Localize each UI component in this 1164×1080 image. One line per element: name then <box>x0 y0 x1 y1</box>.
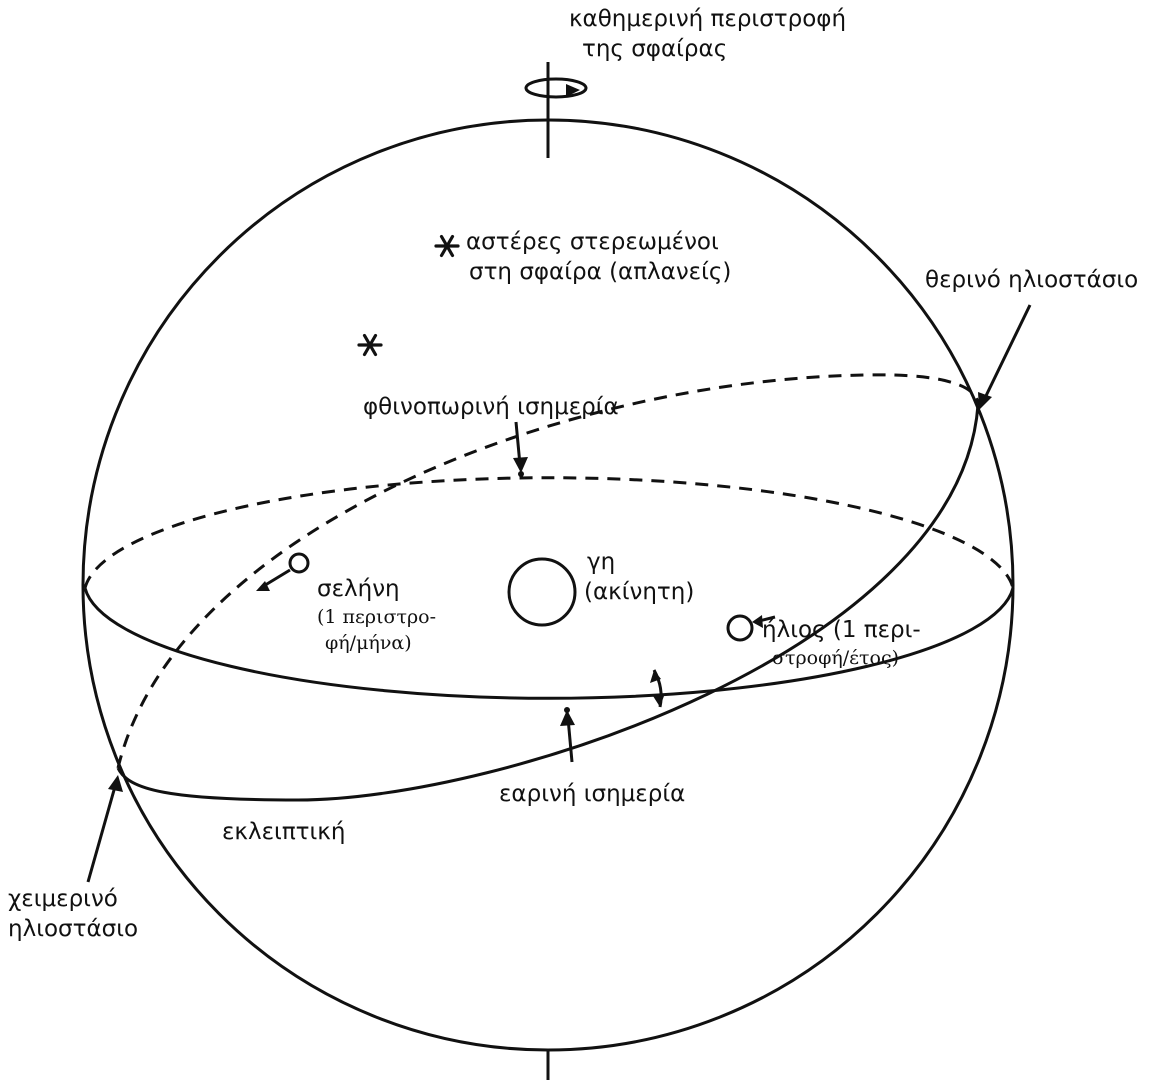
winter-solstice-arrowhead-icon <box>108 775 123 792</box>
sun-label: ήλιος (1 περι- στροφή/έτος) <box>762 617 921 669</box>
fixed-stars-label: αστέρες στερεωμένοι στη σφαίρα (απλανείς… <box>466 229 732 285</box>
ecliptic-front <box>116 404 980 802</box>
star-icon <box>434 234 460 258</box>
star-icon <box>357 333 383 357</box>
earth <box>507 557 577 627</box>
spring-equinox-label: εαρινή ισημερία <box>499 781 686 807</box>
rotation-indicator-icon <box>524 77 588 99</box>
autumn-equinox-label: φθινοπωρινή ισημερία <box>363 394 619 420</box>
moon-arrowhead-icon <box>256 581 270 591</box>
summer-solstice-arrowhead-icon <box>978 392 992 410</box>
moon-label: σελήνη (1 περιστρο- φή/μήνα) <box>317 576 437 654</box>
sun-arrowhead-icon <box>752 615 763 628</box>
autumn-equinox-point <box>518 471 524 477</box>
angle-arrowhead-bottom-icon <box>653 696 664 707</box>
autumn-equinox-arrowhead-icon <box>513 457 528 473</box>
earth-label: γη (ακίνητη) <box>584 549 695 605</box>
sun-icon <box>726 614 754 642</box>
rotation-arrowhead-icon <box>566 84 580 97</box>
summer-solstice-label: θερινό ηλιοστάσιο <box>925 267 1139 293</box>
celestial-equator-back <box>83 476 1015 589</box>
ecliptic-label: εκλειπτική <box>222 819 346 845</box>
moon-direction-arrow <box>261 568 291 589</box>
angle-arrowhead-top-icon <box>650 670 661 683</box>
winter-solstice-arrow <box>86 782 118 883</box>
winter-solstice-label: χειμερινό ηλιοστάσιο <box>8 886 139 942</box>
spring-equinox-point <box>564 707 570 713</box>
daily-rotation-label: καθημερινή περιστροφή της σφαίρας <box>569 6 847 62</box>
moon-icon <box>288 552 310 574</box>
ecliptic-back <box>116 373 980 769</box>
celestial-equator-front <box>83 587 1015 700</box>
spring-equinox-arrowhead-icon <box>560 710 575 726</box>
summer-solstice-arrow <box>981 304 1032 403</box>
